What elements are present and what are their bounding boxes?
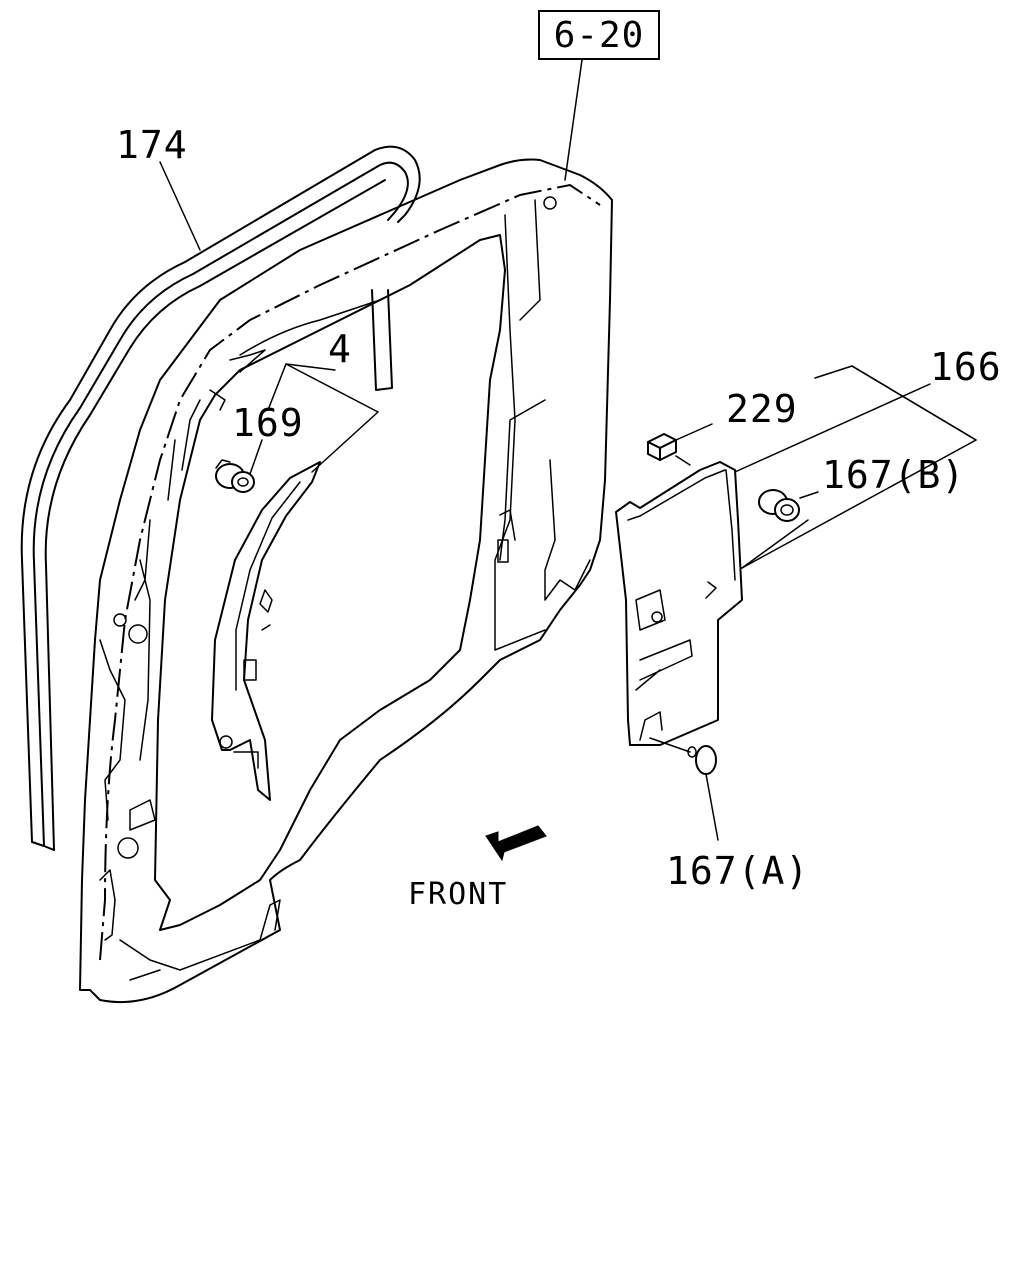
clip-169-drawing xyxy=(215,459,255,493)
trim-panel-166-drawing xyxy=(615,461,743,746)
callout-167b: 167(B) xyxy=(822,453,966,497)
front-label: FRONT xyxy=(408,877,509,912)
block-229-drawing xyxy=(647,433,677,461)
callout-4: 4 xyxy=(328,327,352,371)
callout-166: 166 xyxy=(930,345,1002,389)
callout-174: 174 xyxy=(116,123,188,167)
leader-lines xyxy=(159,59,977,841)
reference-box-label: 6-20 xyxy=(553,14,645,56)
weatherstrip-174-drawing xyxy=(20,145,421,851)
reference-box-6-20: 6-20 xyxy=(538,10,660,60)
callout-229: 229 xyxy=(726,387,798,431)
channel-part-4-drawing xyxy=(211,461,321,801)
front-arrow-icon xyxy=(485,825,547,862)
pin-167a-drawing xyxy=(649,737,717,775)
clip-167b-drawing xyxy=(758,489,800,522)
callout-169: 169 xyxy=(232,401,304,445)
door-panel-drawing xyxy=(79,158,613,1004)
callout-167a: 167(A) xyxy=(666,849,810,893)
